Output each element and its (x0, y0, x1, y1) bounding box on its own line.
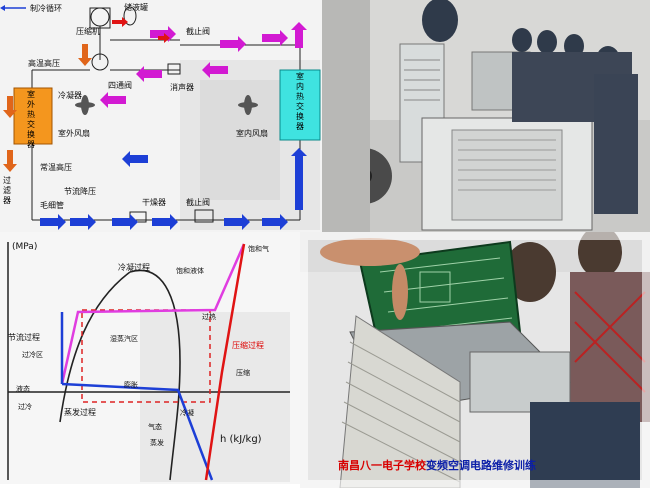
classroom-photo-art (322, 0, 650, 232)
saturated-liquid-label: 饱和液体 (176, 267, 204, 275)
compressor-label: 压缩机 (76, 27, 100, 36)
caption-school: 南昌八一电子学校 (338, 459, 426, 472)
condense-process-label: 冷凝过程 (118, 263, 150, 272)
indoor-exchanger-label: 室内热交换器 (296, 72, 304, 131)
outdoor-exchanger-label: 室外热交换器 (27, 90, 35, 149)
throttle-low-pressure-label: 节流降压 (64, 187, 96, 196)
check-valve-bottom-label: 截止阀 (186, 198, 210, 207)
ph-small-label-2: 气态 (148, 423, 162, 431)
compress-process-label: 压缩过程 (232, 341, 264, 350)
two-phase-label: 湿蒸汽区 (110, 335, 138, 343)
oil-separator-label: 储液罐 (124, 3, 148, 12)
pressure-enthalpy-chart: (MPa) h (kJ/kg) 冷凝过程 节流过程 蒸发过程 压缩过程 饱和液体… (0, 232, 300, 484)
outdoor-fan-label: 室外风扇 (58, 129, 90, 138)
refrigeration-cycle-diagram: 制冷循环 压缩机 储液罐 截止阀 四通阀 消声器 高温高压 室外热交换器 冷凝器… (0, 0, 322, 232)
saturated-vapor-label: 饱和气 (248, 245, 269, 253)
photo-caption: 南昌八一电子学校变频空调电路维修训练 (338, 457, 536, 473)
superheated-label: 过热 (202, 313, 216, 321)
ph-y-axis-label: (MPa) (12, 242, 38, 252)
ph-small-label-4: 过冷 (18, 403, 32, 411)
circuit-training-photo (300, 232, 650, 488)
filter-label: 干燥器 (142, 198, 166, 207)
ph-small-label-3: 压缩 (236, 369, 250, 377)
diagram-lines (0, 5, 321, 230)
evaporate-process-label: 蒸发过程 (64, 408, 96, 417)
muffler-label: 消声器 (170, 83, 194, 92)
ph-small-label-5: 冷凝 (180, 409, 194, 417)
ph-small-label-6: 蒸发 (150, 439, 164, 447)
normal-temp-high-pressure-label: 常温高压 (40, 163, 72, 172)
ph-small-label-7: 膨胀 (124, 381, 138, 389)
classroom-photo (322, 0, 650, 232)
indoor-fan-label: 室内风扇 (236, 129, 268, 138)
caption-course: 变频空调电路维修训练 (426, 459, 536, 472)
four-way-valve-label: 四通阀 (108, 81, 132, 90)
throttle-process-label: 节流过程 (8, 333, 40, 342)
cooling-fan-label: 冷凝器 (58, 91, 82, 100)
circuit-photo-art (300, 232, 650, 488)
ph-x-axis-label: h (kJ/kg) (220, 434, 262, 445)
legend-circulation-label: 制冷循环 (30, 4, 62, 13)
high-temp-high-pressure-label: 高温高压 (28, 59, 60, 68)
sub-cooled-label: 过冷区 (22, 351, 43, 359)
check-valve-top-label: 截止阀 (186, 27, 210, 36)
ph-small-label-1: 液态 (16, 385, 30, 393)
ph-chart-lines (7, 242, 290, 482)
filter-left-label: 过滤器 (3, 176, 11, 205)
capillary-label: 毛细管 (40, 201, 64, 210)
